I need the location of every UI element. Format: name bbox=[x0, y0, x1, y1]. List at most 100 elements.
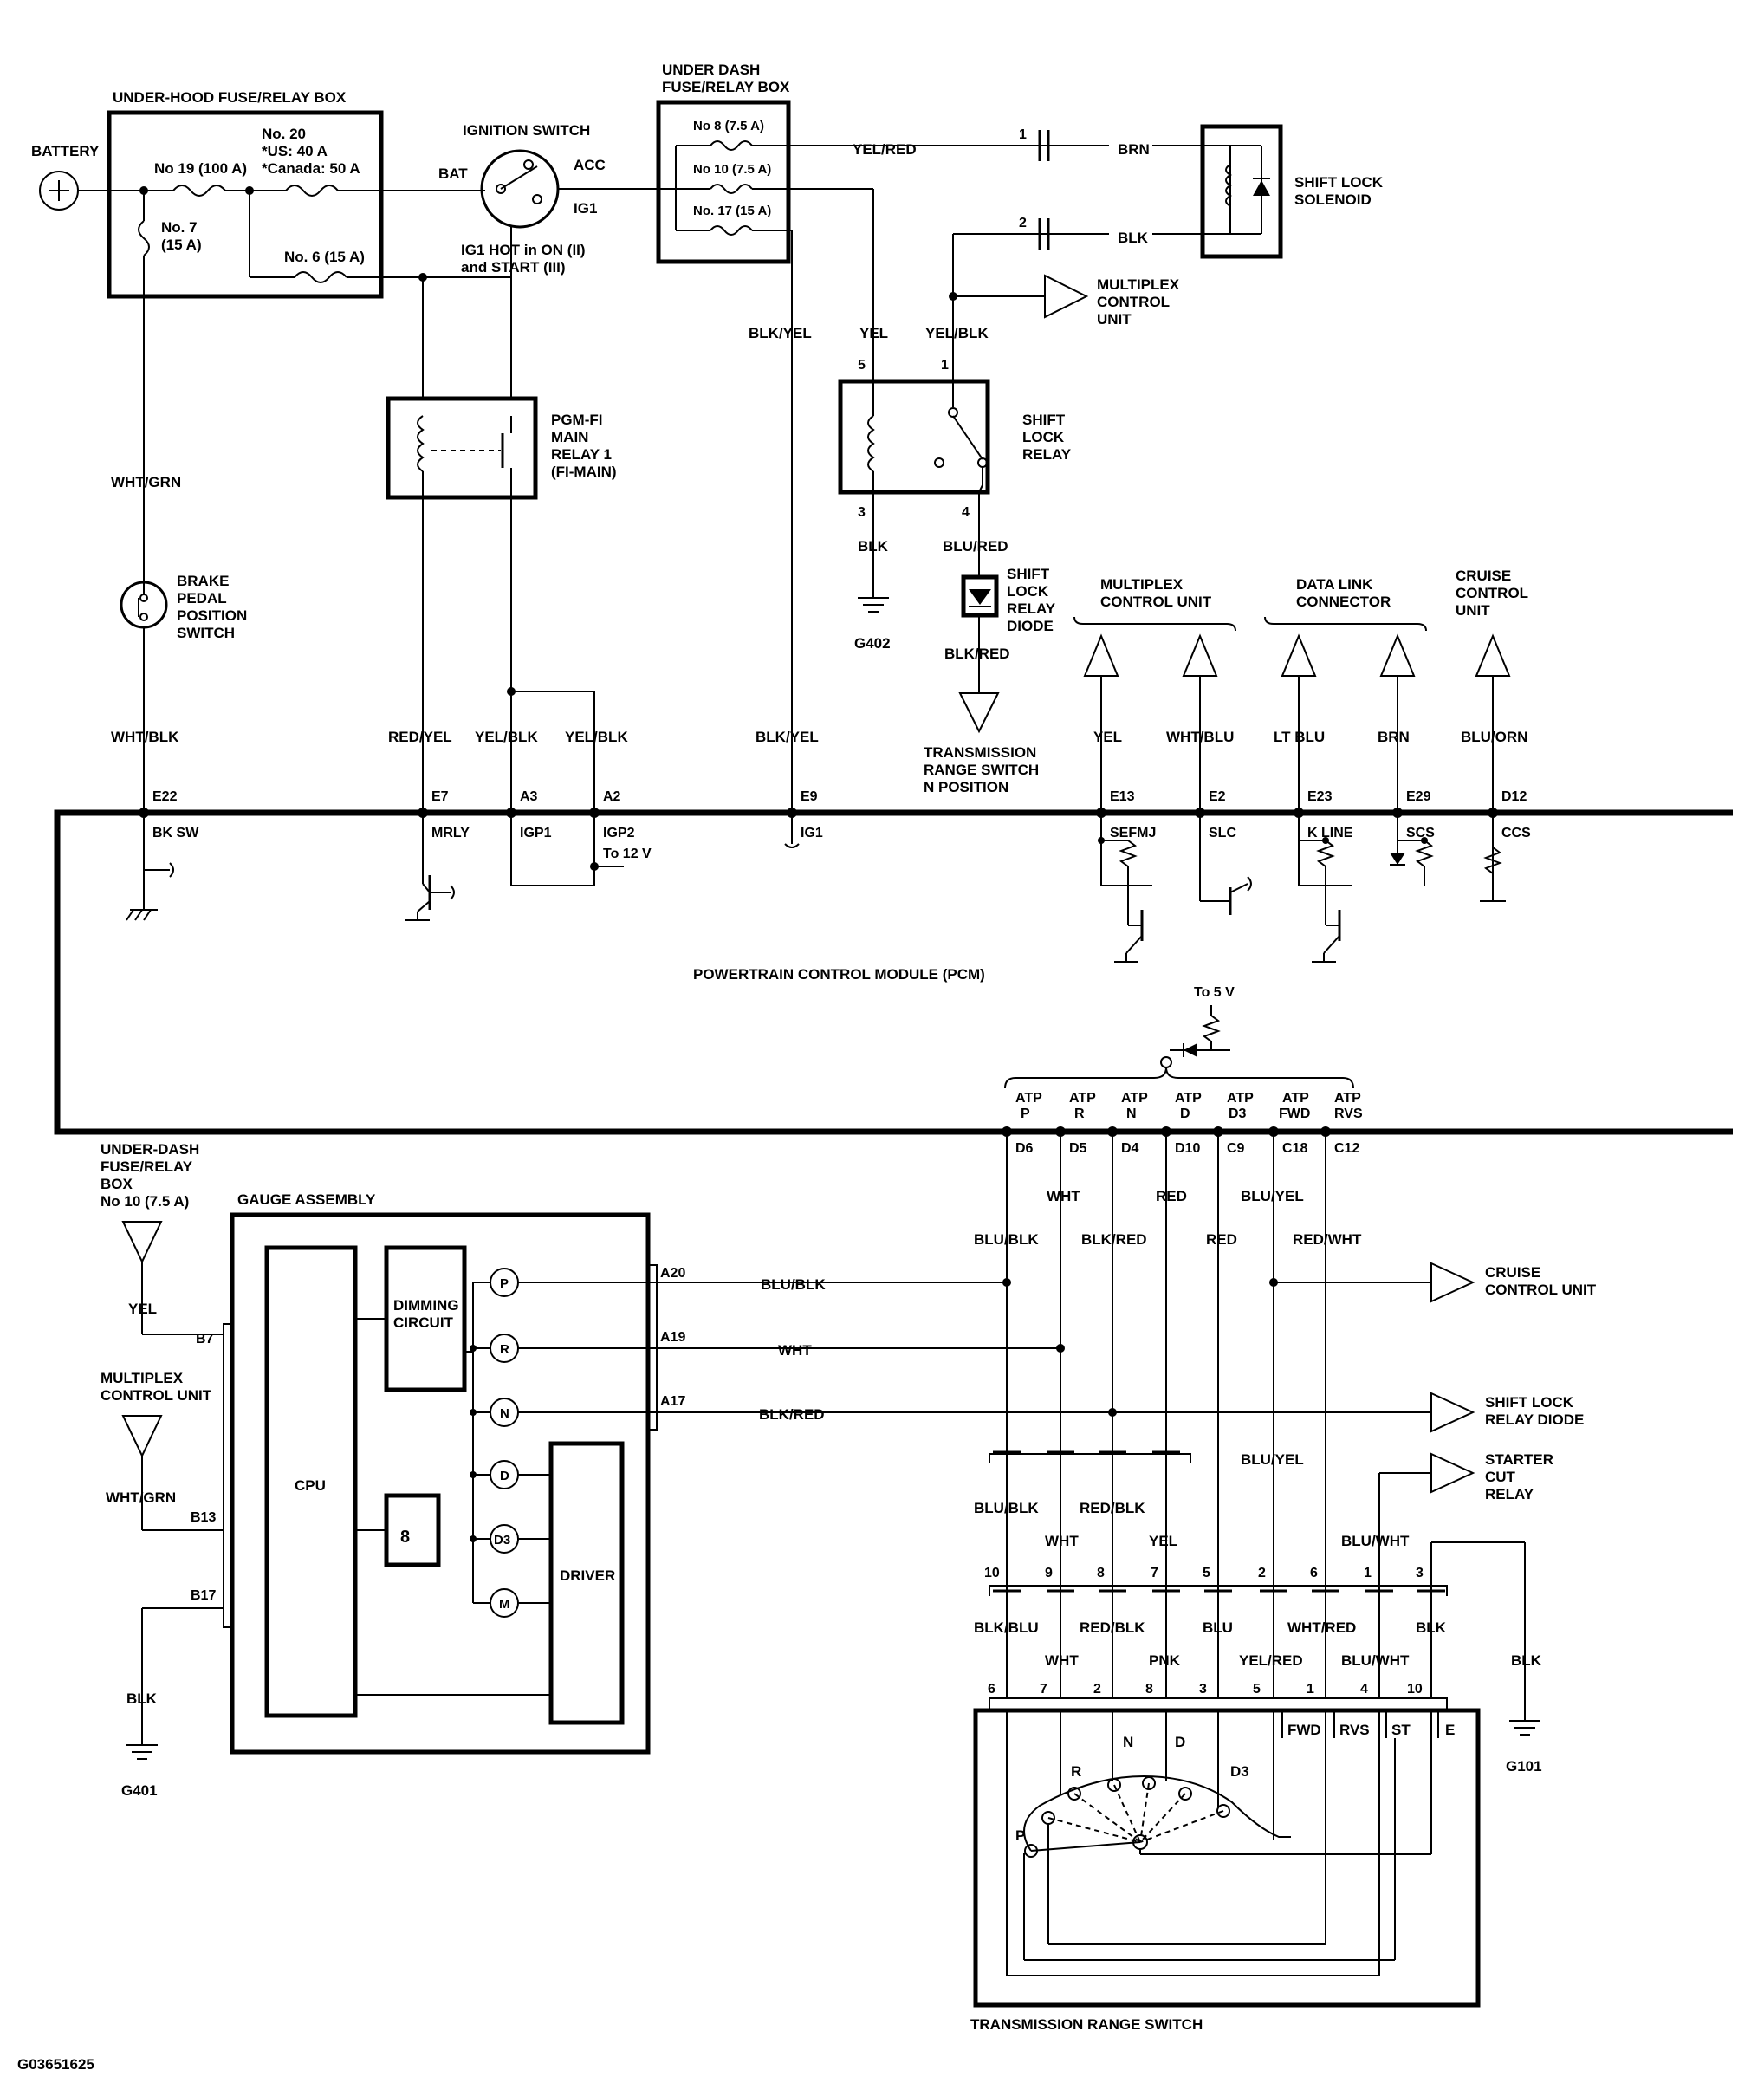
udb-lower-3: BOX bbox=[101, 1176, 133, 1192]
pgm-label1: PGM-FI bbox=[551, 412, 603, 428]
wire-wht-low: WHT bbox=[1045, 1652, 1079, 1669]
wire-blu-blk-mid: BLU/BLK bbox=[974, 1500, 1039, 1516]
mux-top-1: MULTIPLEX bbox=[1097, 276, 1180, 293]
slr-pin5: 5 bbox=[858, 358, 866, 373]
fuse19-label: No 19 (100 A) bbox=[154, 160, 247, 177]
wire-brn-e29: BRN bbox=[1378, 729, 1410, 745]
wire-wht-red: WHT/RED bbox=[1287, 1619, 1356, 1636]
battery-label: BATTERY bbox=[31, 143, 100, 159]
wire-wht-d5: WHT bbox=[1047, 1188, 1080, 1204]
brake-label3: POSITION bbox=[177, 607, 247, 624]
sig-k-line: K LINE bbox=[1307, 826, 1353, 840]
gear-digit: 8 bbox=[400, 1528, 410, 1547]
sls-pin1: 1 bbox=[1019, 127, 1027, 142]
cl-pin-4: 3 bbox=[1199, 1682, 1207, 1697]
trs-d: D bbox=[1175, 1734, 1185, 1750]
wire-blk-yel-top: BLK/YEL bbox=[749, 325, 812, 341]
wire-blk-g101: BLK bbox=[1511, 1652, 1542, 1669]
pin-a3: A3 bbox=[520, 789, 538, 804]
atp-d3-l2: D3 bbox=[1229, 1106, 1247, 1121]
driver-label: DRIVER bbox=[560, 1567, 615, 1584]
wire-blk-b17: BLK bbox=[126, 1690, 158, 1707]
ign-note2: and START (III) bbox=[461, 259, 566, 276]
scr-right-1: STARTER bbox=[1485, 1451, 1553, 1468]
slr-label2: LOCK bbox=[1022, 429, 1065, 445]
udb-lower-4: No 10 (7.5 A) bbox=[101, 1193, 189, 1210]
trs-r: R bbox=[1071, 1763, 1081, 1780]
ind-d3: D3 bbox=[494, 1533, 510, 1548]
fuse8-label: No 8 (7.5 A) bbox=[693, 119, 764, 133]
cu-pin-5: 2 bbox=[1258, 1566, 1266, 1580]
mux-top-3: UNIT bbox=[1097, 311, 1132, 328]
cl-pin-3: 8 bbox=[1145, 1682, 1153, 1697]
wire-red-yel: RED/YEL bbox=[388, 729, 452, 745]
atp-rvs-l1: ATP bbox=[1334, 1091, 1361, 1106]
slr-pin4: 4 bbox=[962, 505, 970, 520]
sld-right-1: SHIFT LOCK bbox=[1485, 1394, 1574, 1411]
atp-d3-pin: C9 bbox=[1227, 1141, 1245, 1156]
cl-pin-6: 1 bbox=[1307, 1682, 1314, 1697]
sig-ccs: CCS bbox=[1501, 826, 1531, 840]
atp-d3-l1: ATP bbox=[1227, 1091, 1254, 1106]
ign-note1: IG1 HOT in ON (II) bbox=[461, 242, 586, 258]
cu-pin-3: 7 bbox=[1151, 1566, 1158, 1580]
atp-p-l1: ATP bbox=[1015, 1091, 1042, 1106]
atp-n-l1: ATP bbox=[1121, 1091, 1148, 1106]
gauge-inputs: UNDER-DASH FUSE/RELAY BOX No 10 (7.5 A) … bbox=[101, 1141, 224, 1799]
gauge-title: GAUGE ASSEMBLY bbox=[237, 1191, 376, 1208]
cu-pin-4: 5 bbox=[1203, 1566, 1210, 1580]
pcm-outline bbox=[54, 809, 1733, 1135]
trs-p: P bbox=[1015, 1827, 1025, 1844]
wire-blu-red: BLU/RED bbox=[943, 538, 1008, 555]
under-hood-title: UNDER-HOOD FUSE/RELAY BOX bbox=[113, 89, 347, 106]
pin-e9: E9 bbox=[801, 789, 818, 804]
fuse20-us-label: *US: 40 A bbox=[262, 143, 328, 159]
trs-n: N bbox=[1123, 1734, 1133, 1750]
wire-wht-blk: WHT/BLK bbox=[111, 729, 179, 745]
atp-d-l2: D bbox=[1180, 1106, 1190, 1121]
wire-blk-slr: BLK bbox=[858, 538, 889, 555]
atp-fwd-l1: ATP bbox=[1282, 1091, 1309, 1106]
gauge-atp-wires: BLU/BLK WHT BLK/RED CRUISE CONTROL UNIT … bbox=[658, 1262, 1597, 1591]
wire-red-d10: RED bbox=[1156, 1188, 1187, 1204]
wire-red-wht: RED/WHT bbox=[1293, 1231, 1362, 1248]
ind-p: P bbox=[500, 1276, 509, 1291]
cu-pin-7: 1 bbox=[1364, 1566, 1372, 1580]
ign-ig1-label: IG1 bbox=[574, 200, 597, 217]
atp-p-l2: P bbox=[1021, 1106, 1030, 1121]
wire-blu-wht-mid: BLU/WHT bbox=[1341, 1533, 1410, 1549]
mux-upper-label1: MULTIPLEX bbox=[1100, 576, 1184, 593]
wire-blk-yel-e9: BLK/YEL bbox=[756, 729, 819, 745]
pin-b7: B7 bbox=[196, 1332, 214, 1346]
pgm-label2: MAIN bbox=[551, 429, 588, 445]
slr-label3: RELAY bbox=[1022, 446, 1072, 463]
diode-label4: DIODE bbox=[1007, 618, 1054, 634]
wire-blu: BLU bbox=[1203, 1619, 1233, 1636]
to5v-label: To 5 V bbox=[1194, 985, 1235, 1000]
wire-blk-sls: BLK bbox=[1118, 230, 1149, 246]
atp-rvs-l2: RVS bbox=[1334, 1106, 1363, 1121]
ignition-switch: IGNITION SWITCH BAT ACC IG1 IG1 HOT in O… bbox=[438, 122, 658, 381]
dim-label2: CIRCUIT bbox=[393, 1314, 454, 1331]
brake-pedal-switch: WHT/GRN BRAKE PEDAL POSITION SWITCH WHT/… bbox=[111, 474, 247, 813]
upper-targets: MULTIPLEX CONTROL UNIT DATA LINK CONNECT… bbox=[1073, 568, 1528, 813]
mux-lower-2: CONTROL UNIT bbox=[101, 1387, 212, 1404]
wire-blk-blu: BLK/BLU bbox=[974, 1619, 1039, 1636]
wire-blu-yel-c18: BLU/YEL bbox=[1241, 1188, 1304, 1204]
sig-slc: SLC bbox=[1209, 826, 1236, 840]
sig-igp1: IGP1 bbox=[520, 826, 552, 840]
scr-right-2: CUT bbox=[1485, 1469, 1516, 1485]
trs-title: TRANSMISSION RANGE SWITCH bbox=[970, 2016, 1203, 2033]
shift-lock-solenoid: 1 BRN 2 BLK SHIFT LOCK SOLENOID bbox=[953, 124, 1384, 259]
under-dash-fuse-box: UNDER DASH FUSE/RELAY BOX No 8 (7.5 A) N… bbox=[656, 62, 1022, 813]
trs-rvs: RVS bbox=[1339, 1722, 1370, 1738]
cl-pin-2: 2 bbox=[1093, 1682, 1101, 1697]
multiplex-control-unit-top: MULTIPLEX CONTROL UNIT bbox=[949, 234, 1180, 381]
atp-n-pin: D4 bbox=[1121, 1141, 1139, 1156]
cpu-label: CPU bbox=[295, 1477, 326, 1494]
wire-red-blk-mid: RED/BLK bbox=[1080, 1500, 1145, 1516]
wire-wht-a19: WHT bbox=[778, 1342, 812, 1359]
transmission-range-switch: FWD RVS ST E P R N D D3 bbox=[970, 1708, 1481, 2033]
ign-acc-label: ACC bbox=[574, 157, 606, 173]
pin-e2: E2 bbox=[1209, 789, 1226, 804]
